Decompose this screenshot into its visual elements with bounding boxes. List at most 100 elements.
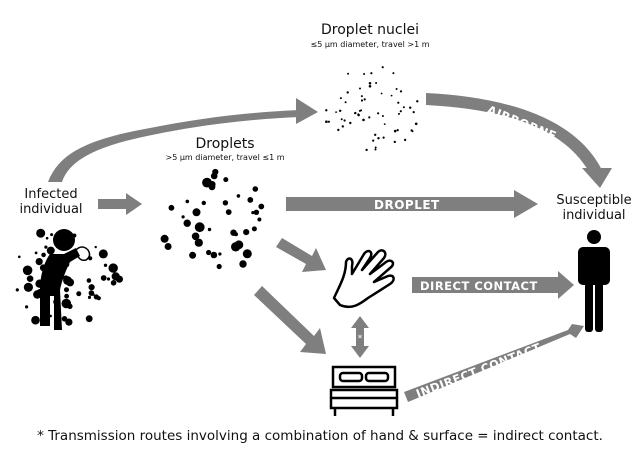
particle <box>50 233 54 237</box>
particle <box>31 315 40 325</box>
particle <box>223 177 229 183</box>
particle <box>164 243 172 250</box>
particle <box>35 258 43 266</box>
particle <box>409 106 412 109</box>
particle <box>363 98 366 101</box>
particle <box>335 111 337 113</box>
particle <box>242 249 252 259</box>
particle <box>359 87 361 90</box>
particle <box>396 129 399 132</box>
particle <box>341 125 344 128</box>
particle <box>393 129 397 133</box>
particle <box>236 194 241 198</box>
particle <box>251 226 257 232</box>
particle <box>36 228 46 238</box>
hand-icon <box>332 249 395 309</box>
particle <box>45 236 49 240</box>
particle <box>398 112 400 115</box>
particle <box>206 249 212 256</box>
particle <box>183 219 191 227</box>
particle <box>374 146 377 149</box>
arrow-droplets-to-bed <box>254 286 326 354</box>
particle <box>61 298 72 309</box>
particle <box>222 200 229 206</box>
particle <box>194 238 203 247</box>
particle <box>343 119 346 122</box>
particle <box>76 291 82 297</box>
particle <box>372 139 375 142</box>
particle <box>239 260 247 268</box>
particle <box>243 229 250 236</box>
particle <box>380 92 383 95</box>
particle <box>210 251 218 259</box>
susceptible-label: Susceptible individual <box>548 193 640 223</box>
arrow-hand-surface: * <box>351 316 369 358</box>
particle <box>160 234 169 243</box>
particle <box>251 211 255 215</box>
infected-label-line1: Infected <box>24 187 78 202</box>
droplet-label: DROPLET <box>374 198 440 212</box>
particle <box>216 263 222 270</box>
particle <box>115 275 123 283</box>
droplets-particles <box>160 168 265 270</box>
particle <box>22 265 33 276</box>
particle <box>395 88 398 90</box>
indirect-contact-label: INDIRECT CONTACT <box>414 340 543 401</box>
arrow-direct-contact: DIRECT CONTACT <box>412 271 574 299</box>
susceptible-label-line2: individual <box>562 208 626 223</box>
particle <box>375 82 378 84</box>
particle <box>191 232 200 241</box>
particle <box>86 278 92 283</box>
hand-surface-marker: * <box>358 334 363 344</box>
arrow-infected-to-droplets <box>98 193 142 215</box>
particle <box>201 200 206 206</box>
particle <box>392 72 395 75</box>
particle <box>64 287 69 293</box>
particle <box>381 115 384 117</box>
particle <box>64 293 69 299</box>
particle <box>94 245 97 249</box>
droplet-nuclei-particles <box>325 66 419 152</box>
particle <box>87 295 92 299</box>
particle <box>393 140 396 144</box>
particle <box>23 282 33 292</box>
particle <box>100 275 107 281</box>
particle <box>218 252 222 256</box>
particle <box>347 72 350 75</box>
particle <box>257 217 262 222</box>
particle <box>98 249 108 259</box>
particle <box>349 121 352 125</box>
particle <box>234 232 238 237</box>
footnote: * Transmission routes involving a combin… <box>37 428 603 444</box>
droplets-subtitle: >5 μm diameter, travel ≤1 m <box>165 153 285 162</box>
particle <box>46 246 55 255</box>
particle <box>103 263 108 267</box>
particle <box>25 305 29 309</box>
particle <box>26 275 34 283</box>
particle <box>185 199 190 204</box>
particle <box>383 123 386 125</box>
particle <box>252 186 259 192</box>
arrow-to-droplet-nuclei <box>48 98 318 182</box>
droplet-nuclei-title: Droplet nuclei <box>321 22 419 38</box>
particle <box>225 209 232 216</box>
particle <box>110 280 117 286</box>
particle <box>368 85 372 88</box>
particle <box>96 296 101 301</box>
particle <box>15 288 19 292</box>
particle <box>44 245 48 249</box>
particle <box>397 101 400 104</box>
particle <box>344 101 347 104</box>
particle <box>34 251 38 255</box>
particle <box>416 100 419 103</box>
particle <box>414 122 418 126</box>
particle <box>399 90 403 93</box>
particle <box>412 111 415 114</box>
particle <box>88 284 95 291</box>
particle <box>399 110 402 113</box>
particle <box>377 112 380 115</box>
particle <box>33 290 42 299</box>
particle <box>339 97 342 100</box>
particle <box>337 128 340 132</box>
particle <box>381 66 384 69</box>
